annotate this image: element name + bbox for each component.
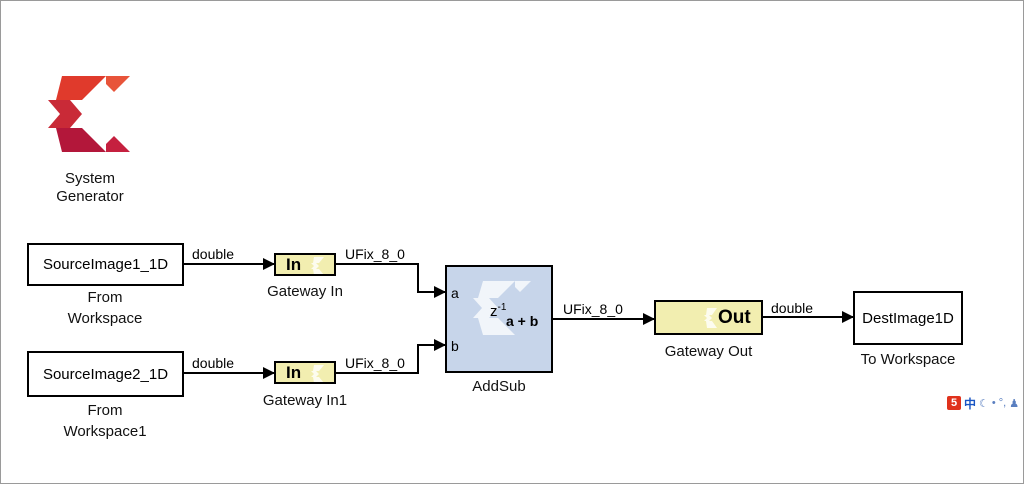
comma-icon[interactable]: °, xyxy=(998,397,1007,409)
signal-label-add-out: UFix_8_0 xyxy=(563,301,623,317)
latency-base: z xyxy=(490,303,498,320)
logo-caption-line2: Generator xyxy=(56,188,124,205)
gateway-in1-label: In xyxy=(286,362,302,382)
source-image2-caption-line1: From xyxy=(87,402,123,419)
addsub-block[interactable]: a b z-1 a + b xyxy=(445,265,553,373)
source-image2-block[interactable]: SourceImage2_1D xyxy=(27,351,184,397)
source-image2-label: SourceImage2_1D xyxy=(42,365,169,383)
signal-label-out-dest: double xyxy=(771,300,814,316)
latency-label: z-1 xyxy=(490,302,506,320)
port-a-label: a xyxy=(451,285,459,301)
gateway-out-label: Out xyxy=(718,306,751,328)
dot-icon[interactable]: • xyxy=(991,397,996,409)
gateway-out-block[interactable]: Out xyxy=(654,300,763,335)
latency-exponent: -1 xyxy=(497,302,507,313)
source-image1-caption-line1: From xyxy=(87,289,123,306)
source-image1-caption: From Workspace xyxy=(30,287,180,329)
ime-language-toggle[interactable]: 中 xyxy=(964,396,977,411)
gateway-in-label: In xyxy=(286,254,302,274)
dest-image-caption: To Workspace xyxy=(860,351,956,368)
signal-label-gw-a: UFix_8_0 xyxy=(345,246,405,262)
dest-image-block[interactable]: DestImage1D xyxy=(853,291,963,345)
line-gateway-in-to-a xyxy=(336,263,446,298)
xilinx-logo-icon xyxy=(48,76,130,152)
operation-label: a + b xyxy=(506,313,539,329)
source-image2-caption-line2: Workspace1 xyxy=(63,423,147,440)
signal-label-gw1-b: UFix_8_0 xyxy=(345,355,405,371)
gateway-in-caption: Gateway In xyxy=(267,283,343,300)
xilinx-watermark-icon xyxy=(473,281,531,335)
xilinx-watermark-icon xyxy=(704,308,717,328)
ime-toolbar[interactable]: 5 中 ☾ • °, ♟ xyxy=(947,394,1023,412)
line-gateway-in1-to-b xyxy=(336,339,446,374)
addsub-caption: AddSub xyxy=(472,378,526,395)
source-image1-caption-line2: Workspace xyxy=(67,310,143,327)
logo-caption: System Generator xyxy=(40,168,140,207)
gateway-in-block[interactable]: In xyxy=(274,253,336,276)
person-icon[interactable]: ♟ xyxy=(1009,397,1020,410)
gateway-in1-block[interactable]: In xyxy=(274,361,336,384)
signal-label-s1: double xyxy=(192,246,235,262)
logo-caption-line1: System xyxy=(64,170,115,187)
source-image2-caption: From Workspace1 xyxy=(30,400,180,442)
xilinx-watermark-icon xyxy=(311,257,324,274)
gateway-out-caption: Gateway Out xyxy=(664,343,753,360)
signal-label-s2: double xyxy=(192,355,235,371)
xilinx-watermark-icon xyxy=(311,365,324,382)
source-image1-label: SourceImage1_1D xyxy=(42,256,169,273)
moon-icon[interactable]: ☾ xyxy=(979,397,989,410)
source-image1-block[interactable]: SourceImage1_1D xyxy=(27,243,184,286)
dest-image-label: DestImage1D xyxy=(862,309,954,327)
ime-badge-icon[interactable]: 5 xyxy=(947,396,961,410)
gateway-in1-caption: Gateway In1 xyxy=(262,392,348,409)
port-b-label: b xyxy=(451,338,459,354)
